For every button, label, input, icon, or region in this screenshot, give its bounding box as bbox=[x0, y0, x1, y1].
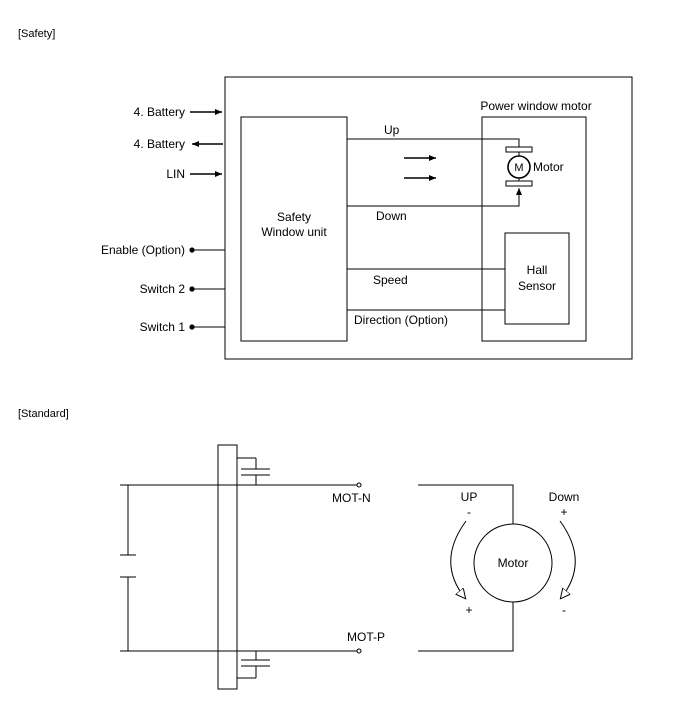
rotation-arrow-icon bbox=[450, 520, 467, 598]
motor-symbol-letter: M bbox=[514, 162, 523, 174]
speed-label: Speed bbox=[373, 273, 408, 287]
motor-symbol: M Motor bbox=[505, 146, 564, 187]
up-rotation-label: UP bbox=[461, 490, 478, 504]
capacitor-icon bbox=[237, 651, 270, 679]
mot-p-label: MOT-P bbox=[347, 630, 385, 644]
terminal-dot-icon bbox=[356, 482, 362, 488]
terminal-dot-icon bbox=[356, 648, 362, 654]
input-lin: LIN bbox=[166, 167, 222, 181]
safety-unit-label-2: Window unit bbox=[261, 225, 327, 239]
down-sign-bottom: - bbox=[562, 603, 566, 617]
connector-housing bbox=[217, 444, 238, 690]
lin-label: LIN bbox=[166, 167, 185, 181]
rotation-arrow-icon bbox=[559, 520, 576, 598]
switch1-label: Switch 1 bbox=[140, 320, 186, 334]
up-signal: Up bbox=[347, 123, 520, 147]
standard-motor-label: Motor bbox=[498, 556, 529, 570]
switch2-label: Switch 2 bbox=[140, 282, 186, 296]
input-battery-in: 4. Battery bbox=[134, 105, 222, 119]
direction-label: Direction (Option) bbox=[354, 313, 448, 327]
motor-wire-top bbox=[418, 484, 514, 524]
input-enable: Enable (Option) bbox=[101, 243, 225, 257]
safety-section: [Safety] Safety Window unit Power window… bbox=[18, 28, 633, 360]
motor-wire-bottom bbox=[418, 602, 514, 652]
safety-unit-label-1: Safety bbox=[277, 210, 311, 224]
up-label: Up bbox=[384, 123, 400, 137]
battery-in-label: 4. Battery bbox=[134, 105, 185, 119]
up-sign-bottom: + bbox=[465, 603, 472, 617]
battery-out-label: 4. Battery bbox=[134, 137, 185, 151]
up-sign-top: - bbox=[467, 505, 471, 519]
battery-icon bbox=[120, 485, 136, 651]
down-rotation-label: Down bbox=[549, 490, 580, 504]
capacitor-icon bbox=[237, 457, 270, 485]
safety-section-title: [Safety] bbox=[18, 28, 55, 40]
down-sign-top: + bbox=[560, 505, 567, 519]
mot-n-label: MOT-N bbox=[332, 491, 371, 505]
standard-section: [Standard] MOT-N MOT-P bbox=[18, 408, 580, 690]
power-window-motor-title: Power window motor bbox=[480, 99, 591, 113]
standard-motor-circle bbox=[473, 523, 553, 603]
direction-signal: Direction (Option) bbox=[347, 309, 505, 327]
motor-label: Motor bbox=[533, 160, 564, 174]
speed-signal: Speed bbox=[347, 268, 505, 287]
input-battery-out: 4. Battery bbox=[134, 137, 223, 151]
input-switch2: Switch 2 bbox=[140, 282, 225, 296]
safety-module-box bbox=[224, 76, 633, 360]
standard-section-title: [Standard] bbox=[18, 408, 69, 420]
input-switch1: Switch 1 bbox=[140, 320, 225, 334]
hall-sensor-label-1: Hall bbox=[527, 263, 548, 277]
down-signal: Down bbox=[347, 188, 522, 223]
down-label: Down bbox=[376, 209, 407, 223]
hall-sensor-label-2: Sensor bbox=[518, 279, 556, 293]
safety-window-unit-box bbox=[240, 116, 348, 342]
enable-label: Enable (Option) bbox=[101, 243, 185, 257]
hall-sensor-box bbox=[504, 232, 570, 325]
power-window-motor-box bbox=[481, 116, 587, 342]
